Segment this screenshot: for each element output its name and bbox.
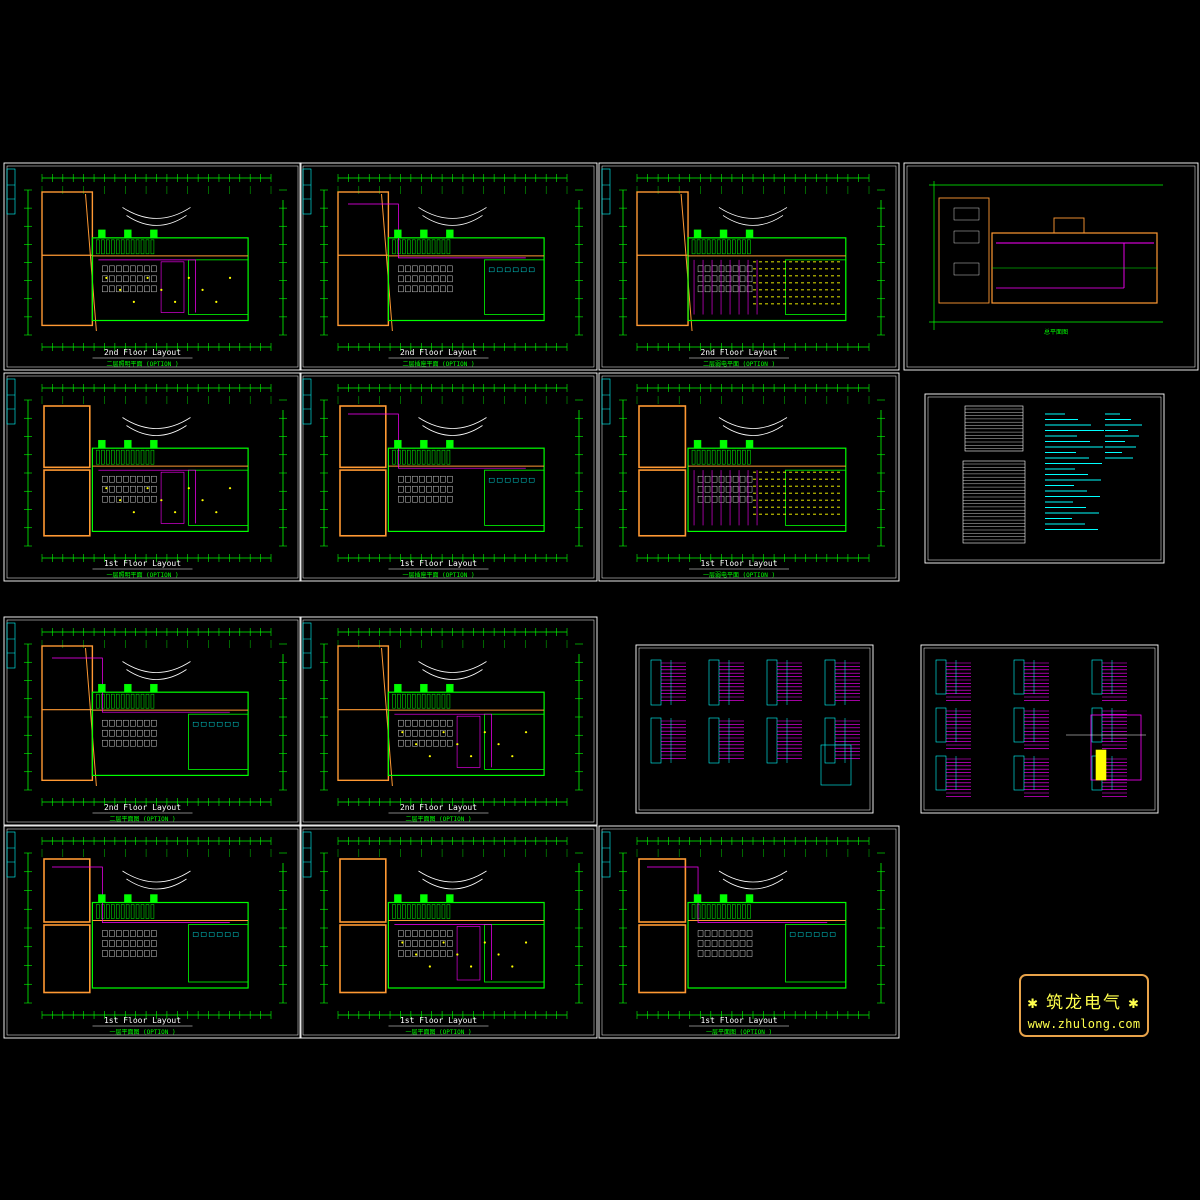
sheet-title: 1st Floor Layout	[400, 1016, 477, 1025]
sheet-subtitle: 二层插座平面 (OPTION )	[402, 360, 474, 368]
sheet-title: 2nd Floor Layout	[400, 348, 477, 357]
sheet-1f-power: 1st Floor Layout 一层插座平面 (OPTION )	[299, 372, 598, 582]
sheet-1f-lighting: 1st Floor Layout 一层照明平面 (OPTION )	[3, 372, 302, 582]
sheet-system-diagram-b	[920, 644, 1159, 814]
sheet-subtitle: 一层弱电平面 (OPTION )	[703, 571, 775, 579]
sheet-1f-option-a: 1st Floor Layout 一层平面图 (OPTION )	[3, 825, 302, 1039]
sheet-1f-option-b: 1st Floor Layout 一层平面图 (OPTION )	[299, 825, 598, 1039]
sheet-1f-option-c: 1st Floor Layout 一层平面图 (OPTION )	[598, 825, 900, 1039]
star-icon: ✱	[1128, 997, 1141, 1012]
sheet-subtitle: 一层照明平面 (OPTION )	[106, 572, 178, 579]
sheet-title: 2nd Floor Layout	[104, 348, 181, 357]
sheet-system-diagram-a	[635, 644, 874, 814]
sheet-caption: 总平面图	[1044, 328, 1068, 336]
sheet-2f-option-a: 2nd Floor Layout 二层平面图 (OPTION )	[3, 616, 302, 826]
watermark-brand: 筑龙电气	[1046, 993, 1122, 1013]
sheet-subtitle: 一层平面图 (OPTION )	[405, 1029, 471, 1036]
sheet-title: 1st Floor Layout	[400, 559, 477, 568]
sheet-title: 2nd Floor Layout	[400, 803, 477, 812]
sheet-subtitle: 一层平面图 (OPTION )	[109, 1029, 175, 1036]
star-icon: ✱	[1027, 997, 1040, 1012]
sheet-title: 2nd Floor Layout	[700, 348, 777, 357]
sheet-subtitle: 一层平面图 (OPTION )	[706, 1029, 772, 1036]
sheet-subtitle: 二层平面图 (OPTION )	[405, 816, 471, 823]
sheet-legend-notes	[924, 393, 1165, 564]
sheet-title: 1st Floor Layout	[700, 1016, 777, 1025]
sheet-title: 2nd Floor Layout	[104, 803, 181, 812]
sheet-title: 1st Floor Layout	[700, 559, 777, 568]
sheet-1f-dense: 1st Floor Layout 一层弱电平面 (OPTION )	[598, 372, 900, 582]
sheet-2f-dense: 2nd Floor Layout 二层弱电平面 (OPTION )	[598, 162, 900, 371]
sheet-subtitle: 二层平面图 (OPTION )	[109, 816, 175, 823]
sheet-2f-option-b: 2nd Floor Layout 二层平面图 (OPTION )	[299, 616, 598, 826]
sheet-2f-power: 2nd Floor Layout 二层插座平面 (OPTION )	[299, 162, 598, 371]
sheet-subtitle: 二层弱电平面 (OPTION )	[703, 360, 775, 368]
sheet-title: 1st Floor Layout	[104, 559, 181, 568]
sheet-2f-lighting: 2nd Floor Layout 二层照明平面 (OPTION )	[3, 162, 302, 371]
watermark-brand-line: ✱ 筑龙电气 ✱	[1021, 988, 1147, 1013]
sheet-subtitle: 二层照明平面 (OPTION )	[106, 361, 178, 368]
sheet-site-plan: 总平面图	[903, 162, 1199, 371]
watermark-url: www.zhulong.com	[1027, 1017, 1141, 1031]
zhulong-watermark: ✱ 筑龙电气 ✱ www.zhulong.com	[1019, 974, 1149, 1037]
sheet-title: 1st Floor Layout	[104, 1016, 181, 1025]
sheet-subtitle: 一层插座平面 (OPTION )	[402, 571, 474, 579]
